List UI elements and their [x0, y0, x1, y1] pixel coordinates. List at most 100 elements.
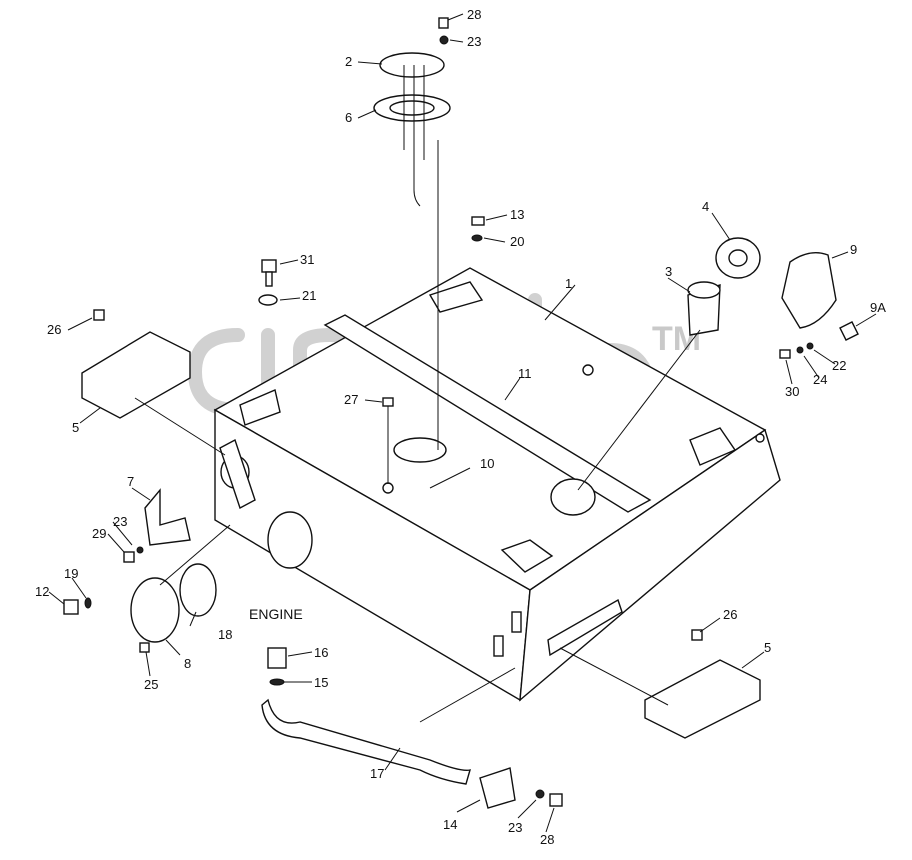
callout-15: 15: [314, 675, 328, 690]
callout-26-left: 26: [47, 322, 61, 337]
bolt-26-left: [93, 309, 105, 321]
callout-10: 10: [480, 456, 494, 471]
tank-block-left: [239, 389, 281, 426]
washer-23-side: [136, 546, 144, 554]
step-left-leader: [134, 397, 226, 456]
callout-25: 25: [144, 677, 158, 692]
callout-13: 13: [510, 207, 524, 222]
callout-16: 16: [314, 645, 328, 660]
cover-8: [130, 577, 180, 643]
callout-3: 3: [665, 264, 672, 279]
callout-7: 7: [127, 474, 134, 489]
bolt-26-right: [691, 629, 703, 641]
tank-top-bar: [323, 314, 652, 513]
side-parts: [63, 488, 231, 653]
filler-parts: [577, 237, 761, 491]
bolt-31-head: [261, 259, 277, 273]
callout-17: 17: [370, 766, 384, 781]
callouts: 1 2 3 4 5 5 6 7 8 9 9A 10 11 12 13 14 15…: [35, 7, 886, 847]
washer-23-bottom: [535, 789, 545, 799]
bolt-31-shank: [265, 271, 273, 287]
fuel-tank: [213, 267, 781, 702]
tank-block-top: [428, 281, 484, 313]
callout-23-side: 23: [113, 514, 127, 529]
screw-28-top: [438, 17, 449, 29]
corner-boss: [755, 433, 765, 443]
callout-28-top: 28: [467, 7, 481, 22]
callout-28-bottom: 28: [540, 832, 554, 847]
fitting-14: [479, 767, 516, 809]
callout-12: 12: [35, 584, 49, 599]
oring-15: [269, 678, 285, 686]
callout-26-right: 26: [723, 607, 737, 622]
bracket-tab-2: [493, 635, 504, 657]
plug-12: [63, 599, 79, 615]
tank-block-right: [689, 427, 737, 466]
fitting-16: [267, 647, 287, 669]
strainer-leader: [577, 329, 701, 491]
oring-20: [471, 234, 483, 242]
callout-9: 9: [850, 242, 857, 257]
sender-tube: [403, 65, 425, 207]
oring-19: [84, 597, 92, 609]
screw-25: [139, 642, 150, 653]
lock-9a: [839, 321, 859, 341]
callout-30: 30: [785, 384, 799, 399]
cap-13: [471, 216, 485, 226]
callout-31: 31: [300, 252, 314, 267]
plug-27: [382, 397, 394, 407]
gasket-18: [179, 563, 217, 617]
callout-21: 21: [302, 288, 316, 303]
washer-21: [258, 294, 278, 306]
callout-1: 1: [565, 276, 572, 291]
callout-23-bottom: 23: [508, 820, 522, 835]
step-right-leader: [559, 647, 669, 706]
bracket-tab-1: [511, 611, 522, 633]
callout-20: 20: [510, 234, 524, 249]
filler-neck-opening: [550, 478, 596, 516]
screw-28-bottom: [549, 793, 563, 807]
washer-24: [796, 346, 804, 354]
callout-9a: 9A: [870, 300, 886, 315]
cleanout-opening: [267, 511, 313, 569]
fuel-sender: [373, 17, 451, 450]
callout-8: 8: [184, 656, 191, 671]
step-left: [81, 309, 226, 456]
step-5-left: [81, 331, 191, 419]
sender-gasket-hole: [389, 100, 435, 116]
engine-label: ENGINE: [249, 606, 303, 622]
callout-5-left: 5: [72, 420, 79, 435]
tank-block-front: [500, 539, 554, 573]
cover-9: [781, 252, 837, 329]
callout-24: 24: [813, 372, 827, 387]
callout-6: 6: [345, 110, 352, 125]
callout-5-right: 5: [764, 640, 771, 655]
step-5-right: [644, 659, 761, 739]
bracket-7: [144, 488, 191, 546]
strainer-3-rim: [687, 281, 721, 299]
callout-11: 11: [518, 366, 532, 381]
callout-18: 18: [218, 627, 232, 642]
screw-30: [779, 349, 791, 359]
callout-27: 27: [344, 392, 358, 407]
washer-23-top: [439, 35, 449, 45]
callout-2: 2: [345, 54, 352, 69]
vent-boss: [582, 364, 594, 376]
callout-23-top: 23: [467, 34, 481, 49]
tank-side-bar: [547, 598, 623, 657]
filler-cap-4-center: [728, 249, 748, 267]
callout-4: 4: [702, 199, 709, 214]
callout-19: 19: [64, 566, 78, 581]
hose-leader: [419, 667, 516, 723]
sender-plate: [379, 52, 445, 78]
callout-22: 22: [832, 358, 846, 373]
plug-27-boss: [382, 482, 394, 494]
hose-17: [261, 698, 471, 785]
access-cover: [779, 252, 859, 359]
callout-29: 29: [92, 526, 106, 541]
hose-assembly: [261, 647, 563, 809]
callout-14: 14: [443, 817, 457, 832]
cover-leader: [159, 524, 231, 586]
screw-29: [123, 551, 135, 563]
